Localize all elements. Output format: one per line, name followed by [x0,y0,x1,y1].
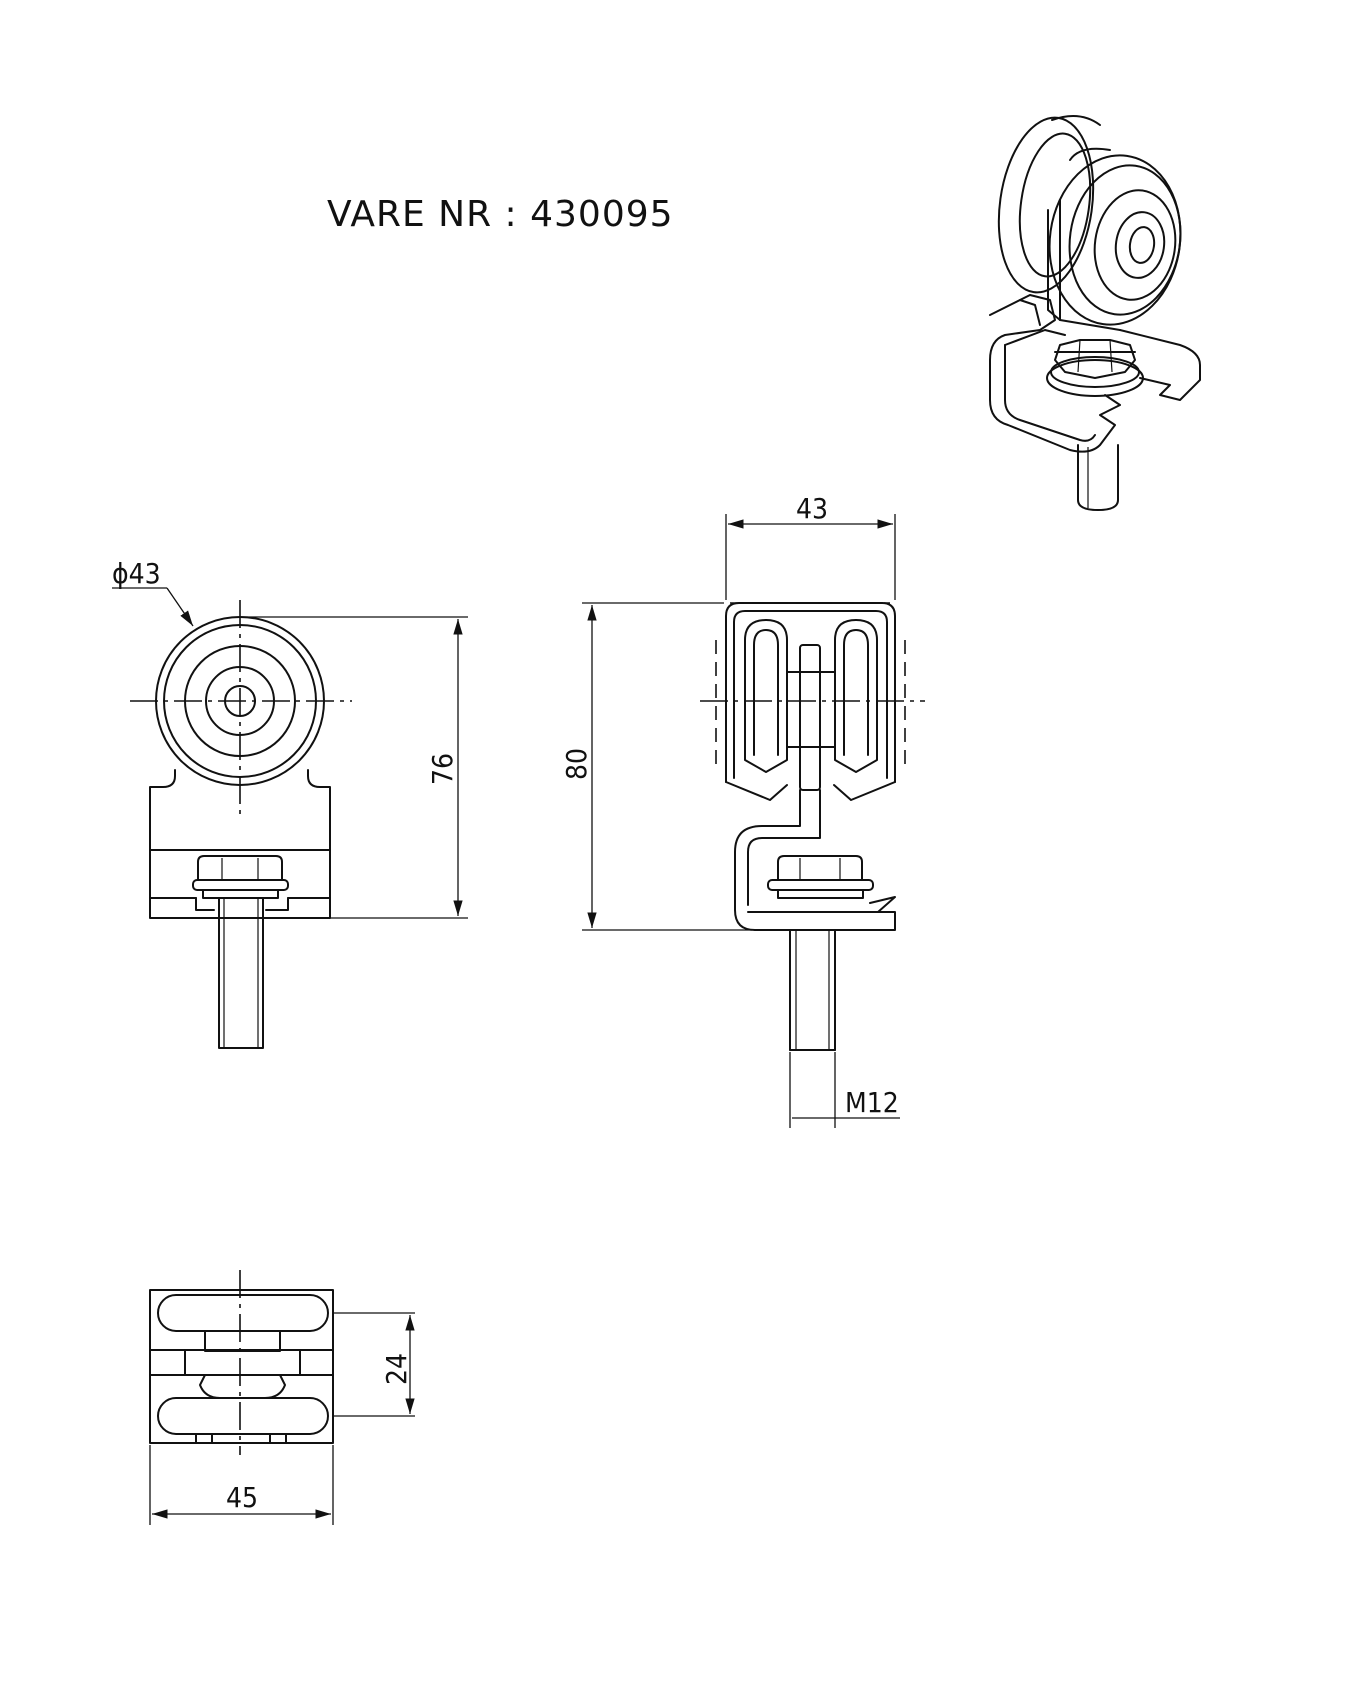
diameter-dimension: ϕ43 [112,557,194,627]
svg-text:76: 76 [426,753,459,785]
svg-text:24: 24 [380,1353,413,1385]
svg-text:M12: M12 [845,1086,899,1119]
svg-text:43: 43 [796,492,828,525]
width-dimension-43: 43 [725,492,896,600]
front-view [130,600,352,1049]
svg-text:45: 45 [226,1481,258,1514]
height-dimension-80: 80 [560,602,752,931]
side-view [700,602,925,1051]
part-number-title: VARE NR : 430095 [327,194,674,235]
thread-dimension: M12 [789,1052,900,1128]
spacing-dimension-24: 24 [333,1312,415,1417]
svg-text:80: 80 [560,748,593,780]
height-dimension-76: 76 [240,616,468,919]
svg-text:ϕ43: ϕ43 [112,557,161,590]
top-view [149,1270,334,1455]
bolt-side [789,929,836,1051]
width-dimension-45: 45 [149,1445,334,1525]
isometric-view [989,115,1201,511]
bolt-front [218,897,264,1049]
